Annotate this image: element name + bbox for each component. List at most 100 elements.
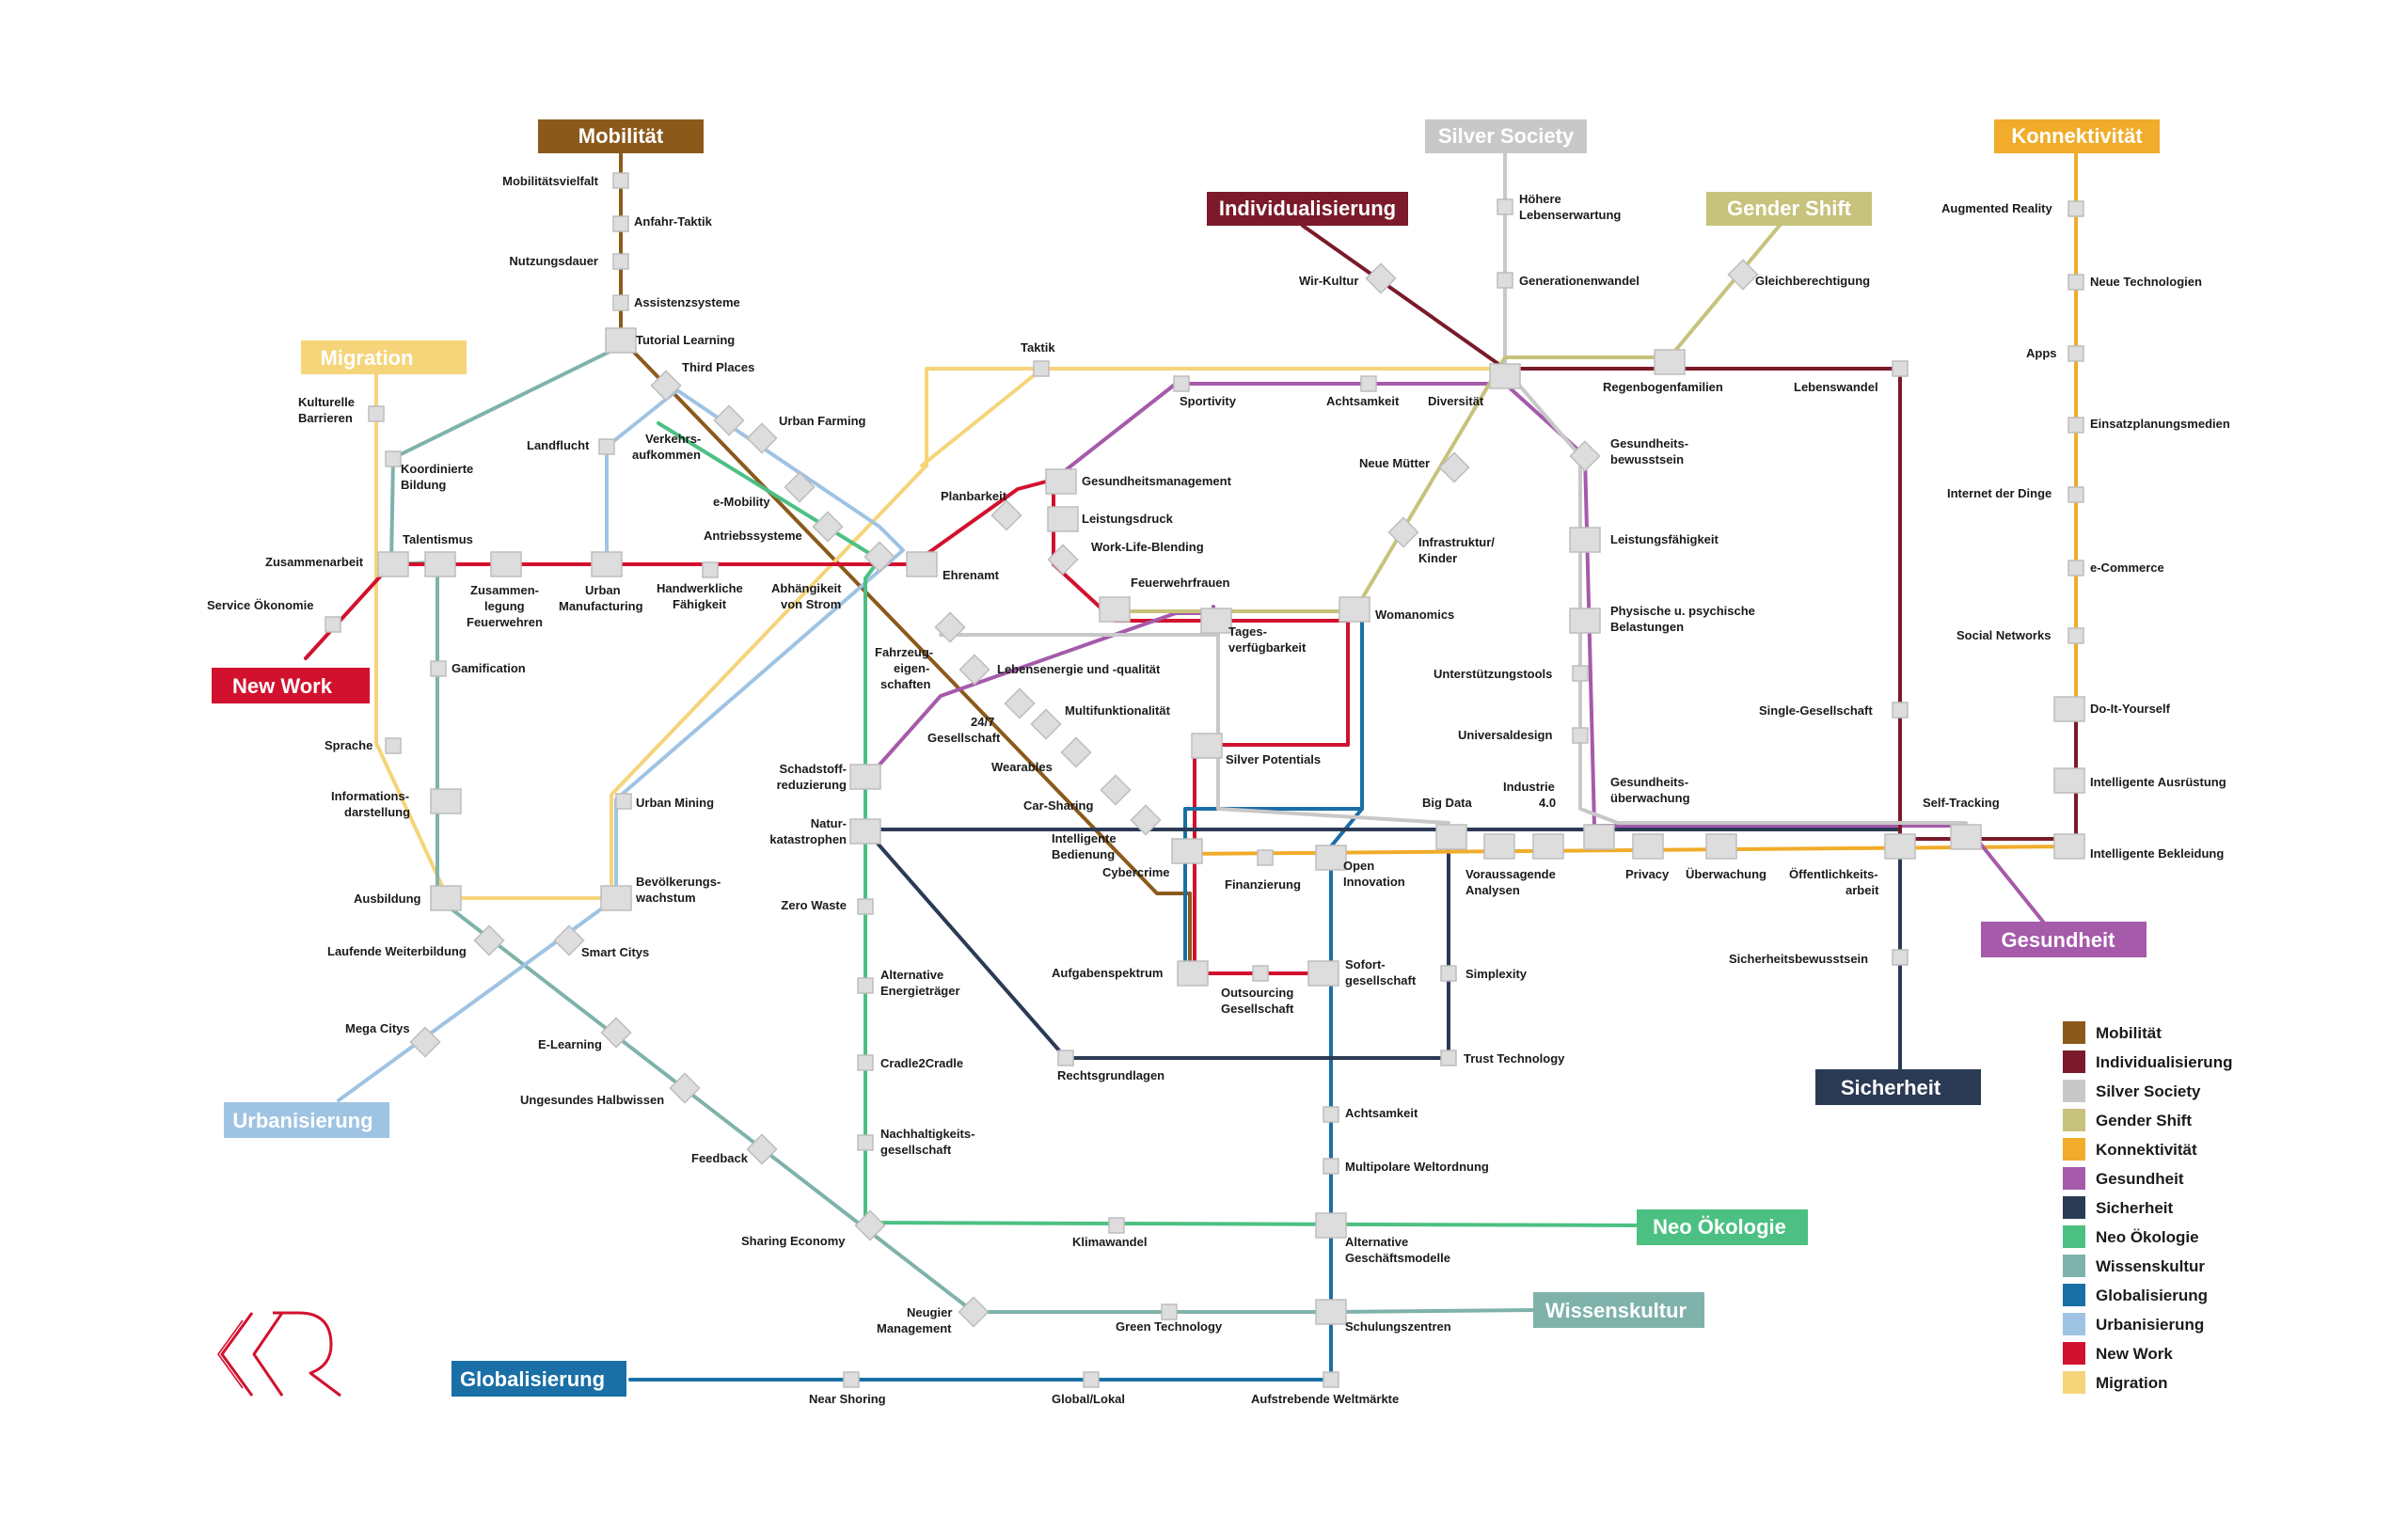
line-globalisierung-loop — [1183, 807, 1364, 977]
station-marker — [1030, 708, 1062, 740]
label-fahrzeug3: schaften — [880, 677, 931, 691]
station-marker — [612, 172, 629, 189]
label-neugier2: Management — [877, 1321, 952, 1335]
label-schulung: Schulungszentren — [1345, 1319, 1451, 1334]
title-gender: Gender Shift — [1706, 192, 1872, 226]
label-urbanmanu1: Urban — [585, 583, 621, 597]
station-marker — [2053, 696, 2085, 722]
title-gesundheit: Gesundheit — [1981, 922, 2147, 957]
title-individualisierung: Individualisierung — [1207, 192, 1408, 226]
legend-swatch — [2063, 1255, 2085, 1277]
label-universaldesign: Universaldesign — [1458, 728, 1552, 742]
station-marker — [600, 1017, 632, 1049]
label-gesundheitsmgmt: Gesundheitsmanagement — [1082, 474, 1232, 488]
label-altgeschaeft1: Alternative — [1345, 1235, 1408, 1249]
svg-text:Konnektivität: Konnektivität — [2011, 124, 2143, 148]
station-marker — [1365, 262, 1397, 294]
label-openinno1: Open — [1343, 859, 1374, 873]
label-gesueber1: Gesundheits- — [1610, 775, 1688, 789]
label-outsourcing2: Gesellschaft — [1221, 1002, 1294, 1016]
station-marker — [1045, 468, 1077, 495]
label-verkehr1: Verkehrs- — [645, 432, 701, 446]
legend-swatch — [2063, 1167, 2085, 1190]
brand-logo — [217, 1311, 341, 1398]
station-marker — [325, 616, 341, 633]
label-wearables: Wearables — [991, 760, 1053, 774]
label-feuerwehrfrauen: Feuerwehrfrauen — [1131, 576, 1230, 590]
label-urbanmining: Urban Mining — [636, 796, 714, 810]
station-marker — [385, 737, 402, 754]
label-antrieb: Antriebssysteme — [704, 529, 802, 543]
station-marker — [377, 551, 409, 577]
label-carsharing: Car-Sharing — [1023, 798, 1093, 813]
legend-label: Silver Society — [2096, 1082, 2201, 1100]
label-intbed2: Bedienung — [1052, 847, 1115, 861]
label-rechtsgrundlagen: Rechtsgrundlagen — [1057, 1068, 1164, 1082]
label-oeffentlich1: Öffentlichkeits- — [1789, 867, 1878, 881]
label-leistungsdruck: Leistungsdruck — [1082, 512, 1174, 526]
label-gleich: Gleichberechtigung — [1755, 274, 1870, 288]
svg-text:Migration: Migration — [321, 346, 414, 370]
station-marker — [598, 438, 615, 455]
station-marker — [2053, 767, 2085, 794]
station-marker — [857, 1134, 874, 1151]
label-lebensenergie: Lebensenergie und -qualität — [997, 662, 1161, 676]
title-konnektivitaet: Konnektivität — [1994, 119, 2160, 153]
station-marker — [784, 471, 816, 503]
label-sportivity: Sportivity — [1180, 394, 1237, 408]
label-globallokal: Global/Lokal — [1052, 1392, 1125, 1406]
label-urbanmanu2: Manufacturing — [559, 599, 643, 613]
label-intbed1: Intelligente — [1052, 831, 1117, 845]
station-marker — [1100, 774, 1132, 806]
label-smartcitys: Smart Citys — [581, 945, 649, 959]
station-marker — [1654, 349, 1686, 375]
label-sprache: Sprache — [325, 738, 372, 752]
station-marker — [958, 654, 990, 686]
label-neuetech: Neue Technologien — [2090, 275, 2202, 289]
label-gesueber2: überwachung — [1610, 791, 1690, 805]
label-naturkat2: katastrophen — [769, 832, 847, 846]
legend-label: Sicherheit — [2096, 1199, 2174, 1217]
station-marker — [1569, 527, 1601, 553]
label-verkehr2: aufkommen — [632, 448, 701, 462]
label-schadstoff2: reduzierung — [777, 778, 847, 792]
label-feedback: Feedback — [691, 1151, 749, 1165]
label-multifunktion: Multifunktionalität — [1065, 703, 1171, 718]
station-marker — [1440, 1050, 1457, 1066]
label-naturkat1: Natur- — [811, 816, 847, 830]
label-altgeschaeft2: Geschäftsmodelle — [1345, 1251, 1450, 1265]
label-silverpot: Silver Potentials — [1226, 752, 1321, 766]
station-marker — [430, 788, 462, 814]
legend-label: Wissenskultur — [2096, 1257, 2205, 1275]
label-aufgaben: Aufgabenspektrum — [1052, 966, 1163, 980]
station-marker — [1483, 833, 1515, 860]
label-industrie1: Industrie — [1503, 780, 1555, 794]
label-tutorial: Tutorial Learning — [636, 333, 735, 347]
label-koord1: Koordinierte — [401, 462, 473, 476]
label-openinno2: Innovation — [1343, 875, 1405, 889]
station-marker — [605, 327, 637, 354]
station-marker — [2067, 274, 2084, 291]
station-marker — [2067, 417, 2084, 434]
legend-label: Globalisierung — [2096, 1287, 2208, 1304]
station-marker — [1099, 596, 1131, 623]
label-oeffentlich2: arbeit — [1846, 883, 1879, 897]
label-worklife: Work-Life-Blending — [1091, 540, 1204, 554]
station-marker — [1315, 1212, 1347, 1239]
label-greentech: Green Technology — [1116, 1319, 1223, 1334]
station-marker — [849, 764, 881, 790]
label-zusammenarbeit: Zusammenarbeit — [265, 555, 364, 569]
station-marker — [1950, 824, 1982, 850]
label-assistenz: Assistenzsysteme — [634, 295, 740, 309]
station-marker — [1252, 965, 1269, 982]
station-marker — [1323, 1106, 1339, 1123]
station-marker — [1497, 198, 1513, 215]
label-ehrenamt: Ehrenamt — [943, 568, 1000, 582]
label-altenergie1: Alternative — [880, 968, 943, 982]
station-marker — [591, 551, 623, 577]
station-marker — [1257, 849, 1274, 866]
station-marker — [1173, 375, 1190, 392]
label-privacy: Privacy — [1625, 867, 1670, 881]
title-sicherheit: Sicherheit — [1815, 1069, 1981, 1105]
label-sicherheitsbew: Sicherheitsbewusstsein — [1729, 952, 1868, 966]
